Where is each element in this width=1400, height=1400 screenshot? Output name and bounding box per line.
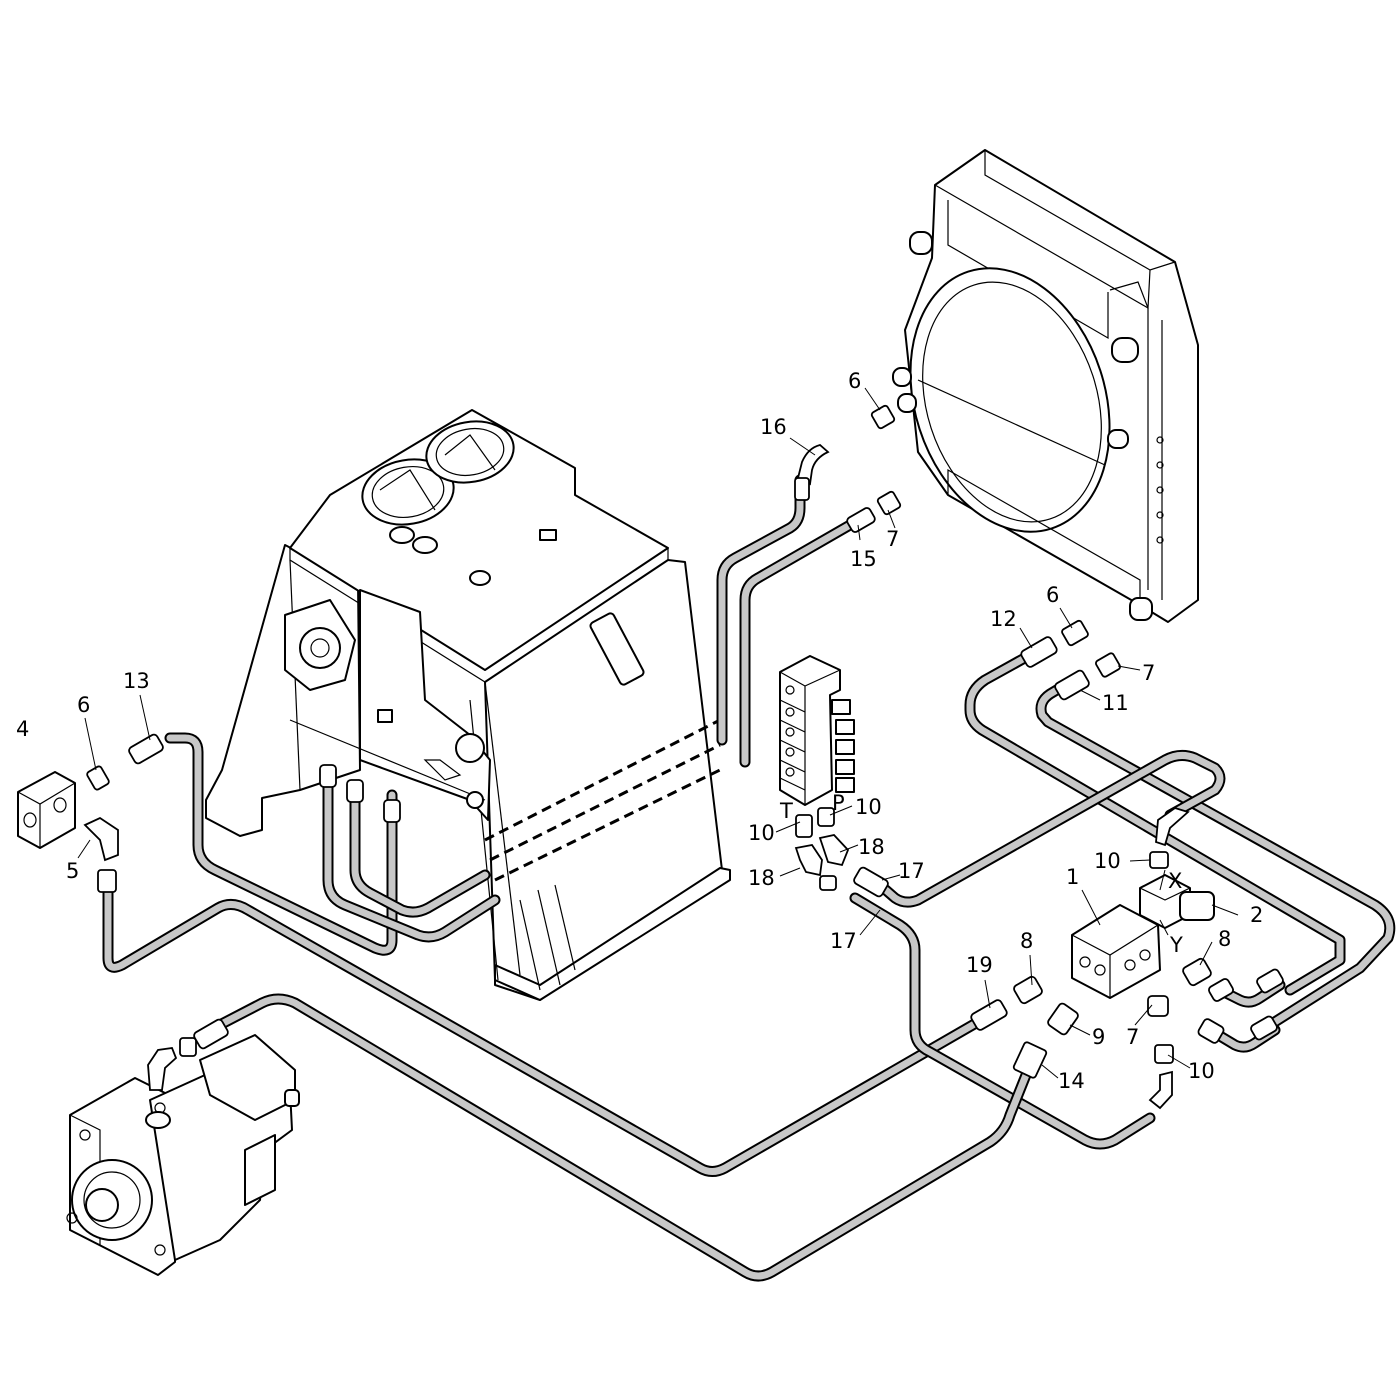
callout-8-left: 8 (1020, 929, 1033, 953)
leader-lines (77, 387, 1239, 1079)
radiator-cooler (892, 149, 1199, 623)
callout-10-x: 10 (1094, 849, 1121, 873)
hoses (102, 474, 1396, 1282)
valve-stack (779, 655, 855, 806)
callout-19: 19 (966, 953, 993, 977)
callout-labels: 4 6 13 5 16 6 15 7 12 6 7 11 T P 10 10 1… (16, 369, 1263, 1093)
callout-7-right: 7 (1142, 661, 1155, 685)
callout-7-top: 7 (886, 527, 899, 551)
callout-5: 5 (66, 859, 79, 883)
callout-10-p: 10 (855, 795, 882, 819)
callout-6-left: 6 (77, 693, 90, 717)
callout-10-t: 10 (748, 821, 775, 845)
valve-block-1 (1071, 904, 1161, 999)
hidden-hose-lines (484, 718, 721, 882)
callout-14: 14 (1058, 1069, 1085, 1093)
callout-4: 4 (16, 717, 29, 741)
callout-2: 2 (1250, 903, 1263, 927)
port-label-t: T (779, 799, 793, 823)
callout-1: 1 (1066, 865, 1079, 889)
hydraulic-motor (66, 1034, 300, 1276)
callout-16: 16 (760, 415, 787, 439)
callout-6-top: 6 (848, 369, 861, 393)
fittings (83, 404, 1284, 1110)
callout-17-lower: 17 (830, 929, 857, 953)
callout-9: 9 (1092, 1025, 1105, 1049)
callout-10-lower: 10 (1188, 1059, 1215, 1083)
callout-7-lower: 7 (1126, 1025, 1139, 1049)
callout-18-left: 18 (748, 866, 775, 890)
port-label-p: P (832, 791, 845, 815)
port-label-x: X (1168, 869, 1182, 893)
callout-18-right: 18 (858, 835, 885, 859)
callout-13: 13 (123, 669, 150, 693)
solenoid-valve-2 (1139, 874, 1215, 929)
callout-17-upper: 17 (898, 859, 925, 883)
callout-15: 15 (850, 547, 877, 571)
callout-6-right: 6 (1046, 583, 1059, 607)
port-label-y: Y (1169, 933, 1183, 957)
callout-12: 12 (990, 607, 1017, 631)
callout-8-right: 8 (1218, 927, 1231, 951)
callout-11: 11 (1102, 691, 1129, 715)
block-4 (17, 771, 76, 849)
